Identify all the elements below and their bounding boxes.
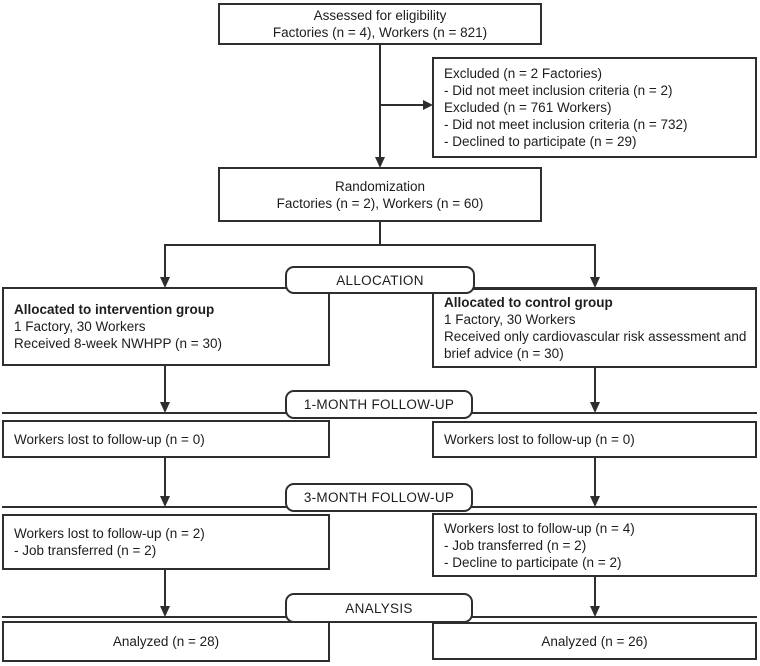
assessed-for-eligibility-box: Assessed for eligibility Factories (n = … [218, 3, 542, 45]
arrowhead-month1-right [590, 402, 600, 413]
month1-label: 1-MONTH FOLLOW-UP [303, 397, 455, 412]
intervention-line: 1 Factory, 30 Workers [14, 319, 146, 334]
arrowhead-analysis-left [160, 606, 170, 617]
excluded-line: - Declined to participate (n = 29) [444, 134, 637, 149]
lost-3month-left-line: Workers lost to follow-up (n = 2) [14, 526, 205, 541]
intervention-title: Allocated to intervention group [14, 302, 215, 317]
analyzed-intervention-box: Analyzed (n = 28) [2, 621, 330, 662]
randomization-line2: Factories (n = 2), Workers (n = 60) [276, 195, 484, 211]
lost-1month-right-line: Workers lost to follow-up (n = 0) [444, 432, 635, 447]
excluded-line: - Did not meet inclusion criteria (n = 2… [444, 83, 673, 98]
arrowhead-analysis-right [590, 606, 600, 617]
stage-label-allocation: ALLOCATION [285, 266, 475, 294]
assessed-line2: Factories (n = 4), Workers (n = 821) [272, 25, 488, 40]
control-line: brief advice (n = 30) [444, 346, 564, 361]
assessed-line1: Assessed for eligibility [313, 8, 447, 23]
excluded-line: Excluded (n = 761 Workers) [444, 100, 612, 115]
lost-1month-control-box: Workers lost to follow-up (n = 0) [432, 421, 757, 458]
arrowhead-allocation-left [160, 277, 170, 288]
excluded-line: Excluded (n = 2 Factories) [444, 66, 602, 81]
arrowhead-allocation-right [590, 277, 600, 288]
lost-3month-right-line: - Decline to participate (n = 2) [444, 554, 622, 570]
randomization-box: Randomization Factories (n = 2), Workers… [218, 167, 542, 222]
analyzed-left-text: Analyzed (n = 28) [112, 634, 220, 649]
analyzed-right-text: Analyzed (n = 26) [541, 633, 648, 649]
control-line: 1 Factory, 30 Workers [444, 312, 576, 327]
arrowhead-to-randomization [375, 157, 385, 168]
control-line: Received only cardiovascular risk assess… [444, 329, 747, 344]
excluded-box: Excluded (n = 2 Factories) - Did not mee… [432, 57, 757, 158]
lost-3month-right-line: Workers lost to follow-up (n = 4) [444, 520, 635, 536]
control-group-box: Allocated to control group 1 Factory, 30… [432, 288, 757, 368]
intervention-line: Received 8-week NWHPP (n = 30) [14, 336, 222, 351]
arrowhead-month1-left [160, 402, 170, 413]
lost-3month-right-line: - Job transferred (n = 2) [444, 537, 587, 553]
stage-label-analysis: ANALYSIS [285, 593, 473, 623]
stage-label-1-month-follow-up: 1-MONTH FOLLOW-UP [285, 390, 473, 419]
analysis-label: ANALYSIS [345, 600, 413, 616]
stage-label-3-month-follow-up: 3-MONTH FOLLOW-UP [285, 483, 473, 512]
control-title: Allocated to control group [444, 295, 613, 310]
arrowhead-month3-left [160, 496, 170, 507]
month3-label: 3-MONTH FOLLOW-UP [303, 490, 455, 505]
intervention-group-box: Allocated to intervention group 1 Factor… [2, 287, 330, 366]
analyzed-control-box: Analyzed (n = 26) [432, 622, 757, 660]
lost-3month-intervention-box: Workers lost to follow-up (n = 2) - Job … [2, 514, 330, 570]
arrowhead-month3-right [590, 496, 600, 507]
lost-3month-left-line: - Job transferred (n = 2) [14, 543, 157, 558]
lost-3month-control-box: Workers lost to follow-up (n = 4) - Job … [432, 513, 757, 577]
randomization-line1: Randomization [334, 178, 426, 194]
lost-1month-intervention-box: Workers lost to follow-up (n = 0) [2, 420, 330, 458]
lost-1month-left-line: Workers lost to follow-up (n = 0) [14, 431, 205, 447]
excluded-line: - Did not meet inclusion criteria (n = 7… [444, 117, 688, 132]
arrowhead-to-excluded [423, 100, 433, 110]
allocation-label: ALLOCATION [336, 272, 424, 288]
